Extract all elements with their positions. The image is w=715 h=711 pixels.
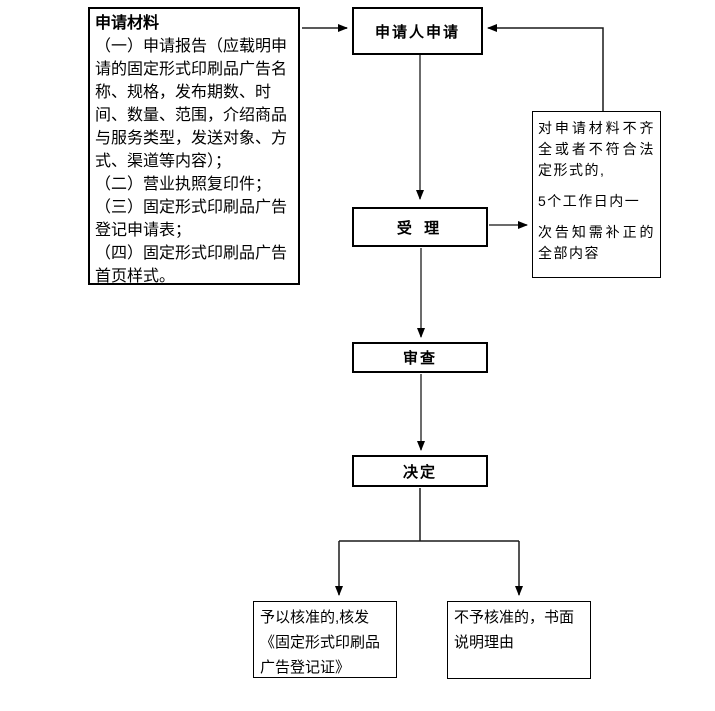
- accept-node: 受 理: [352, 207, 488, 247]
- review-node-label: 审查: [402, 350, 437, 367]
- accept-node-label: 受 理: [396, 219, 444, 237]
- decide-node-label: 决定: [402, 463, 437, 481]
- decide-node: 决定: [352, 455, 488, 487]
- notice-box: 对申请材料不齐全或者不符合法定形式的,5个工作日内一次告知需补正的全部内容: [532, 111, 661, 278]
- arrow-notice-to-apply: [487, 24, 604, 111]
- apply-node: 申请人申请: [352, 7, 483, 55]
- approve-outcome-box: 予以核准的,核发《固定形式印刷品广告登记证》: [253, 601, 397, 678]
- review-node: 审查: [352, 342, 488, 373]
- materials-list: （一）申请报告（应载明申请的固定形式印刷品广告名称、规格，发布期数、时间、数量、…: [95, 38, 288, 285]
- materials-box: 申请材料 （一）申请报告（应载明申请的固定形式印刷品广告名称、规格，发布期数、时…: [88, 7, 300, 285]
- materials-title: 申请材料: [95, 15, 160, 32]
- branch-stem-line: [339, 488, 519, 542]
- apply-node-label: 申请人申请: [374, 23, 460, 41]
- reject-outcome-box: 不予核准的，书面说明理由: [447, 601, 591, 679]
